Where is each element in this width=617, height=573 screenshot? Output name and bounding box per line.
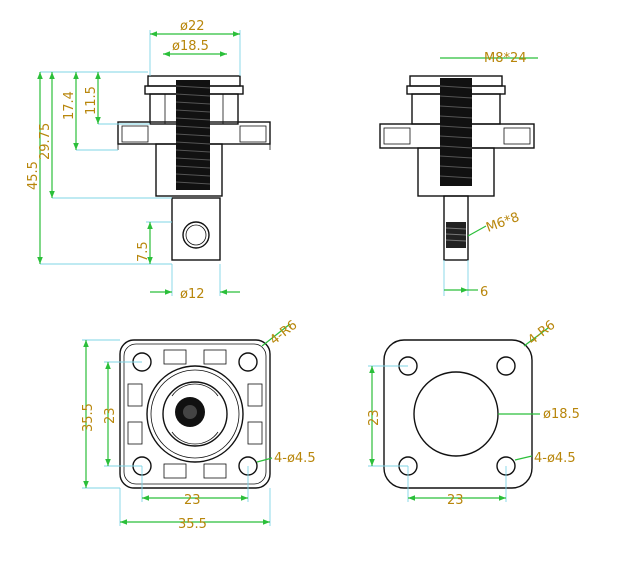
dim-23-vertical-left: 23 [103, 407, 118, 424]
dim-17-4: 17.4 [62, 91, 77, 120]
dim-11-5: 11.5 [84, 86, 99, 115]
dim-d18-5: ø18.5 [172, 39, 209, 54]
dim-35-5-vertical: 35.5 [81, 403, 96, 432]
dim-d12: ø12 [180, 287, 205, 302]
bottom-right-view: 4-R6 23 ø18.5 4-ø4.5 23 [367, 318, 580, 508]
dim-d18-5-right: ø18.5 [543, 407, 580, 422]
dim-4-d4-5-right: 4-ø4.5 [534, 451, 576, 466]
dim-23-horizontal-left: 23 [184, 493, 201, 508]
side-view: M8*24 M6*8 6 [379, 51, 538, 300]
front-view: ø22 ø18.5 45.5 29.75 17.4 11.5 7.5 ø12 [26, 19, 271, 302]
dim-29-75: 29.75 [38, 123, 53, 160]
dim-6: 6 [480, 285, 488, 300]
dim-4-r6-left: 4-R6 [267, 318, 300, 348]
dim-45-5: 45.5 [26, 161, 41, 190]
bottom-left-view: 4-R6 35.5 23 4-ø4.5 23 35.5 [81, 318, 316, 532]
dim-23-horizontal-right: 23 [447, 493, 464, 508]
dim-7-5: 7.5 [136, 241, 151, 262]
dim-35-5-horizontal: 35.5 [178, 517, 207, 532]
dim-m8x24: M8*24 [484, 51, 527, 66]
dim-d22: ø22 [180, 19, 205, 34]
dim-m6x8: M6*8 [484, 210, 521, 236]
dim-4-d4-5-left: 4-ø4.5 [274, 451, 316, 466]
dim-4-r6-right: 4-R6 [525, 318, 558, 348]
dim-23-vertical-right: 23 [367, 409, 382, 426]
